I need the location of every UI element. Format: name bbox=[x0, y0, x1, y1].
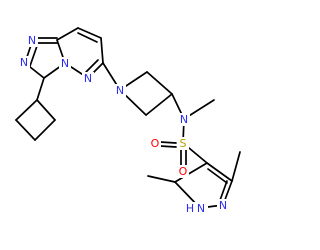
bond bbox=[159, 141, 177, 144]
atom-label-sulfur: S bbox=[177, 137, 189, 150]
bond bbox=[100, 37, 104, 64]
bond bbox=[29, 45, 38, 67]
bond bbox=[85, 59, 99, 73]
atom-label-text: N bbox=[84, 72, 92, 85]
atom-label-nitrogen: N bbox=[217, 199, 229, 212]
atom-label-oxygen: O bbox=[177, 165, 189, 178]
bond bbox=[145, 93, 173, 116]
atom-label-text: N bbox=[116, 84, 124, 97]
atom-label-nitrogen: N bbox=[59, 57, 71, 70]
bond bbox=[77, 32, 98, 43]
molecule-structure: N N N N N N bbox=[15, 27, 241, 215]
atom-label-nitrogen-h: H N bbox=[184, 202, 208, 215]
bond bbox=[231, 151, 241, 182]
atom-label-text: O bbox=[179, 165, 188, 178]
atom-label-nitrogen: N bbox=[178, 113, 190, 126]
atom-label-text: O bbox=[151, 137, 160, 150]
atom-label-text: N bbox=[219, 199, 227, 212]
atom-label-text: N bbox=[197, 202, 205, 215]
atom-label-layer: N N N N N N bbox=[18, 34, 229, 215]
atom-label-text: N bbox=[28, 34, 36, 47]
bond bbox=[174, 162, 208, 183]
bond bbox=[36, 77, 45, 101]
bond bbox=[36, 99, 56, 121]
molecule-diagram: N N N N N N bbox=[15, 27, 241, 215]
bond-layer bbox=[15, 27, 241, 209]
bond bbox=[207, 168, 228, 184]
atom-label-text: N bbox=[180, 113, 188, 126]
atom-label-nitrogen: N bbox=[26, 34, 38, 47]
atom-label-nitrogen: N bbox=[114, 84, 126, 97]
atom-label-oxygen: O bbox=[149, 137, 161, 150]
atom-label-text: N bbox=[20, 56, 28, 69]
bond bbox=[77, 27, 102, 39]
bond bbox=[147, 175, 176, 183]
bond bbox=[146, 71, 173, 95]
atom-label-text: N bbox=[61, 57, 69, 70]
bond bbox=[34, 119, 56, 141]
atom-label-text: S bbox=[180, 137, 187, 150]
atom-label-nitrogen: N bbox=[18, 56, 30, 69]
bond bbox=[15, 119, 36, 141]
bond bbox=[206, 162, 233, 182]
bond bbox=[159, 145, 177, 148]
atom-label-text: H bbox=[186, 202, 194, 215]
atom-label-nitrogen: N bbox=[82, 72, 94, 85]
bond bbox=[56, 27, 79, 41]
bond bbox=[15, 99, 38, 121]
